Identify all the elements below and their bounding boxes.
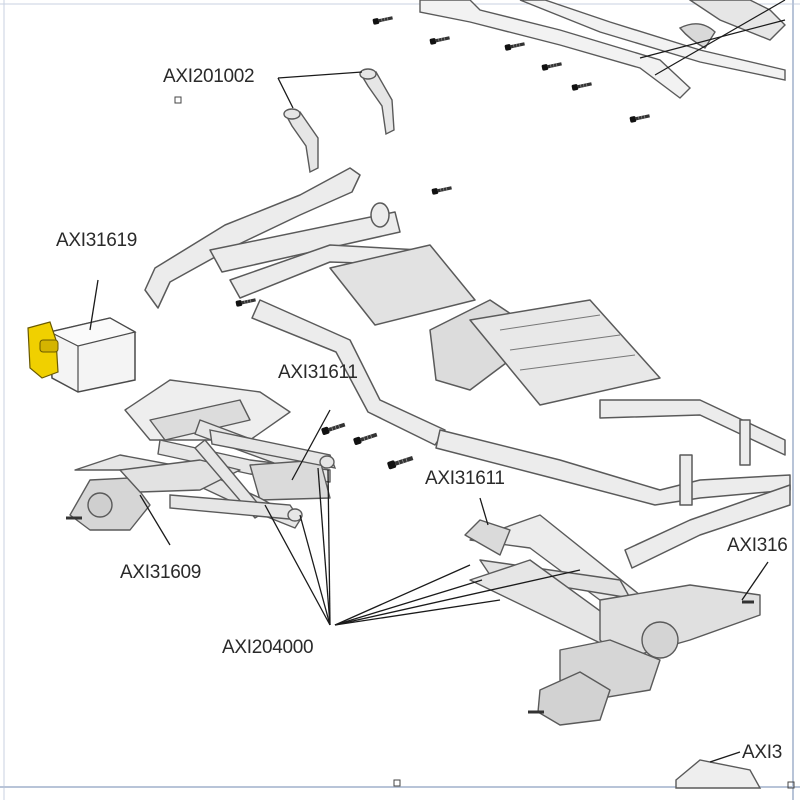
body-panel bbox=[419, 0, 786, 99]
label-rear-axle-cut: AXI316 bbox=[727, 535, 788, 556]
servo-icon bbox=[27, 279, 137, 393]
body-mount-posts bbox=[277, 68, 395, 174]
label-servo: AXI31619 bbox=[56, 230, 138, 251]
leader-lines-links bbox=[264, 409, 581, 626]
label-front-axle: AXI31609 bbox=[120, 562, 202, 583]
rear-axle-assembly bbox=[464, 497, 769, 726]
label-links-group: AXI204000 bbox=[222, 637, 314, 658]
label-link-rear: AXI31611 bbox=[425, 468, 505, 489]
suspension-links bbox=[169, 429, 337, 522]
label-bottom-cut: AXI3 bbox=[742, 742, 782, 763]
chassis-frame bbox=[144, 167, 791, 569]
bottom-right-part bbox=[675, 751, 762, 789]
label-body-mount: AXI201002 bbox=[163, 66, 255, 87]
label-link-upper: AXI31611 bbox=[278, 362, 358, 383]
